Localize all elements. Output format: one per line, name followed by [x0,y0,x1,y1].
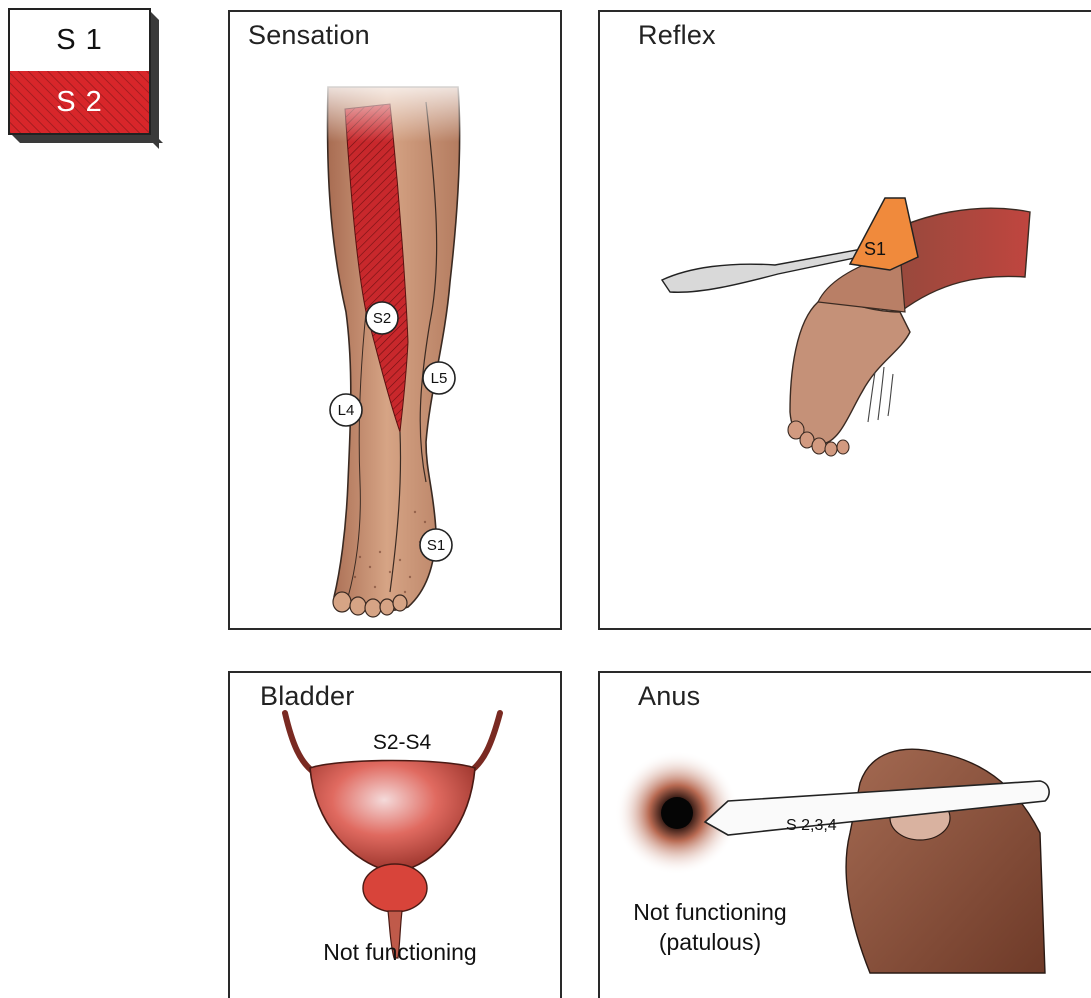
legend-shadow [151,12,159,149]
anus-panel: Anus S 2,3,4 Not functioning (patulous) [598,671,1091,998]
bladder-level-label: S2-S4 [373,731,432,754]
anus-status-line1: Not functioning [610,897,810,927]
bladder-status: Not functioning [290,937,510,967]
legend-s2-affected: S 2 [8,71,151,135]
label-s1: S1 [420,529,452,561]
label-l5: L5 [423,362,455,394]
bladder-body [310,761,475,874]
svg-text:L5: L5 [431,370,448,387]
reflex-hammer-head[interactable]: S1 [850,198,918,270]
svg-text:S1: S1 [427,537,445,554]
achilles-reflex-illustration: S1 [600,12,1091,630]
left-ureter [285,713,315,773]
foot [790,299,910,444]
legend-shadow [12,135,163,143]
sensation-panel: Sensation [228,10,562,630]
label-s2: S2 [366,302,398,334]
legend-s1-normal: S 1 [8,8,151,71]
svg-text:S1: S1 [864,239,886,259]
bladder-panel: Bladder S2-S4 Not functioning [228,671,562,998]
right-ureter [468,713,500,773]
leg-dermatome-illustration: S2 L5 L4 S1 [230,12,562,630]
dermatome-legend: S 1 S 2 [8,8,153,138]
svg-text:L4: L4 [338,402,355,419]
probe-label: S 2,3,4 [786,817,837,834]
prostate [363,864,427,912]
label-l4: L4 [330,394,362,426]
reflex-panel: Reflex [598,10,1091,630]
anus-status: Not functioning (patulous) [610,897,810,957]
svg-text:S2: S2 [373,310,391,327]
anus-status-line2: (patulous) [610,927,810,957]
